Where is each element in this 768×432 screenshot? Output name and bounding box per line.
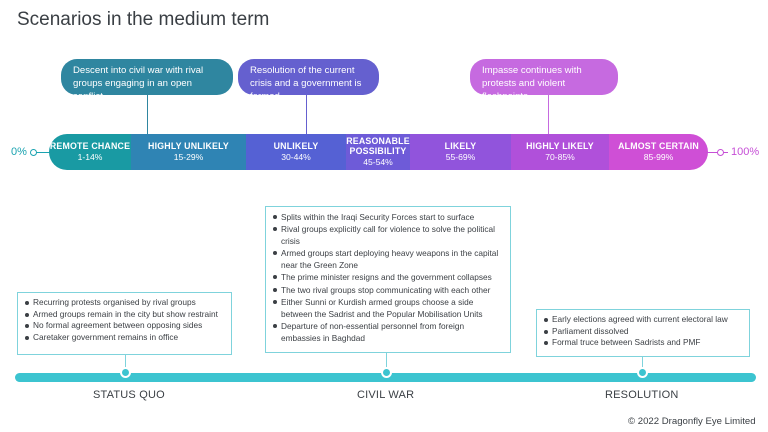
indicator-item: Early elections agreed with current elec… — [543, 314, 743, 326]
scale-min-label: 0% — [11, 146, 27, 158]
indicator-item: The two rival groups stop communicating … — [272, 284, 504, 296]
segment-range: 30-44% — [281, 152, 311, 162]
scenario-impasse-bubble: Impasse continues with protests and viol… — [470, 59, 618, 102]
scale-left-dot — [30, 149, 37, 156]
scenario-resolution-connector — [306, 95, 307, 135]
scale-max-label: 100% — [731, 146, 760, 158]
indicator-item: Either Sunni or Kurdish armed groups cho… — [272, 296, 504, 320]
segment-range: 70-85% — [545, 152, 575, 162]
civil-war-indicators: Splits within the Iraqi Security Forces … — [265, 206, 511, 353]
segment-label: REASONABLE POSSIBILITY — [346, 136, 410, 156]
indicator-item: Caretaker government remains in office — [24, 332, 225, 344]
phase-label-civil-war: CIVIL WAR — [357, 389, 415, 401]
segment-range: 1-14% — [77, 152, 103, 162]
segment-likely: LIKELY 55-69% — [410, 134, 511, 170]
phase-label-resolution: RESOLUTION — [605, 389, 679, 401]
segment-unlikely: UNLIKELY 30-44% — [246, 134, 346, 170]
segment-remote-chance: REMOTE CHANCE 1-14% — [49, 134, 131, 170]
probability-bar: REMOTE CHANCE 1-14% HIGHLY UNLIKELY 15-2… — [49, 134, 708, 170]
timeline-dot-resolution — [637, 367, 648, 378]
indicator-item: No formal agreement between opposing sid… — [24, 320, 225, 332]
scenario-civil-war-bubble: Descent into civil war with rival groups… — [61, 59, 233, 102]
segment-label: HIGHLY UNLIKELY — [148, 141, 229, 151]
segment-almost-certain: ALMOST CERTAIN 85-99% — [609, 134, 708, 170]
resolution-connector — [642, 357, 643, 371]
indicator-item: Splits within the Iraqi Security Forces … — [272, 211, 504, 223]
indicator-item: The prime minister resigns and the gover… — [272, 271, 504, 283]
segment-highly-unlikely: HIGHLY UNLIKELY 15-29% — [131, 134, 246, 170]
segment-label: LIKELY — [444, 141, 477, 151]
indicator-item: Recurring protests organised by rival gr… — [24, 297, 225, 309]
segment-range: 15-29% — [173, 152, 204, 162]
copyright-notice: © 2022 Dragonfly Eye Limited — [628, 416, 756, 427]
segment-reasonable-possibility: REASONABLE POSSIBILITY 45-54% — [346, 134, 410, 170]
scenario-resolution-bubble: Resolution of the current crisis and a g… — [238, 59, 379, 102]
segment-range: 45-54% — [363, 157, 393, 167]
scale-left-line — [31, 152, 51, 153]
timeline-dot-civil-war — [381, 367, 392, 378]
indicator-item: Armed groups start deploying heavy weapo… — [272, 247, 504, 271]
segment-label: HIGHLY LIKELY — [526, 141, 594, 151]
indicator-item: Departure of non-essential personnel fro… — [272, 320, 504, 344]
scenario-impasse-connector — [548, 95, 549, 135]
resolution-indicators: Early elections agreed with current elec… — [536, 309, 750, 357]
page-title: Scenarios in the medium term — [17, 9, 270, 30]
segment-label: REMOTE CHANCE — [49, 141, 131, 151]
status-quo-indicators: Recurring protests organised by rival gr… — [17, 292, 232, 355]
timeline-dot-status-quo — [120, 367, 131, 378]
civil-war-connector — [386, 353, 387, 371]
status-quo-connector — [125, 355, 126, 371]
indicator-item: Parliament dissolved — [543, 326, 743, 338]
phase-label-status-quo: STATUS QUO — [93, 389, 165, 401]
indicator-item: Armed groups remain in the city but show… — [24, 309, 225, 321]
scenario-civil-war-connector — [147, 95, 148, 135]
indicator-item: Rival groups explicitly call for violenc… — [272, 223, 504, 247]
segment-highly-likely: HIGHLY LIKELY 70-85% — [511, 134, 609, 170]
indicator-item: Formal truce between Sadrists and PMF — [543, 337, 743, 349]
segment-range: 55-69% — [445, 152, 476, 162]
segment-label: ALMOST CERTAIN — [618, 141, 699, 151]
segment-range: 85-99% — [643, 152, 674, 162]
scale-right-dot — [717, 149, 724, 156]
segment-label: UNLIKELY — [273, 141, 319, 151]
